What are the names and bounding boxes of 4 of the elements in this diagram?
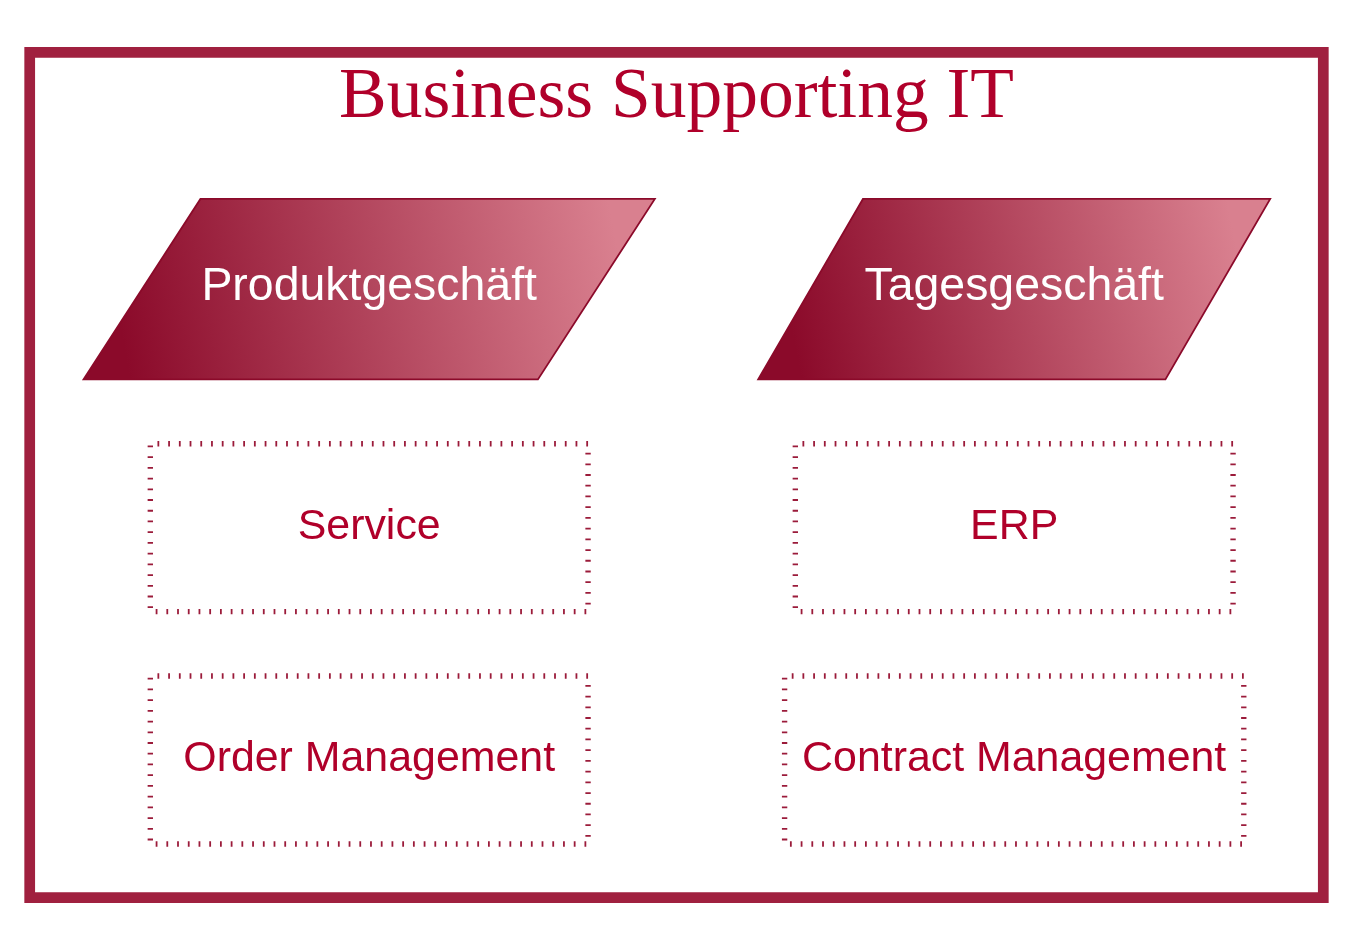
node-box: ERP bbox=[792, 441, 1236, 615]
node-box: Service bbox=[147, 441, 591, 615]
node-box: Contract Management bbox=[781, 673, 1247, 847]
node-box: Order Management bbox=[147, 673, 591, 847]
